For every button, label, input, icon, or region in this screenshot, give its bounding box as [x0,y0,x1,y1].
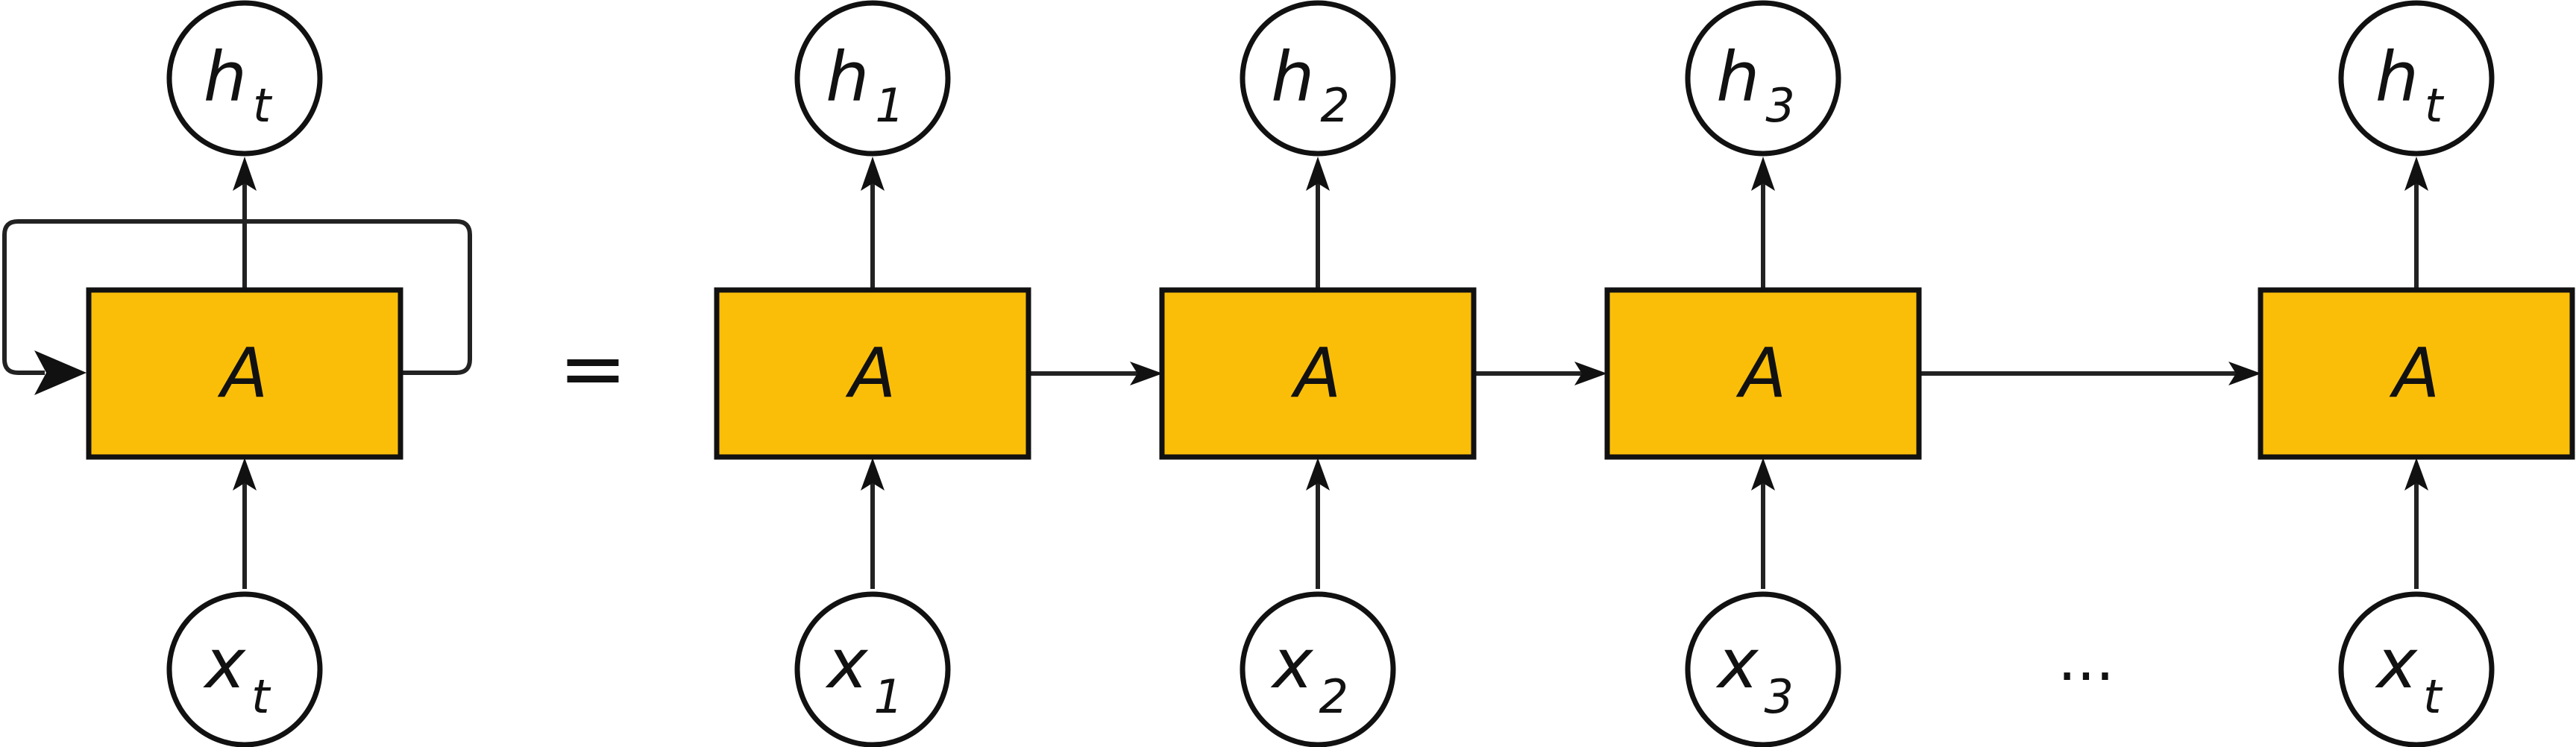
recurrent-loop-arrowhead [34,350,87,395]
cell-2-input-subscript: 2 [1319,669,1348,724]
hidden-state-arrowhead-2-3 [1574,362,1607,385]
cell-3-output-node [1685,0,1841,157]
cell-t-input-node [2338,591,2495,747]
cell-3-input-subscript: 3 [1765,669,1794,724]
cell-1-input-arrowhead [861,458,885,491]
cell-1-label: A [846,333,896,413]
folded-input-node [166,591,323,747]
folded-output-arrowhead [233,157,257,191]
cell-1-input-node [794,591,951,747]
folded-input-subscript: t [251,669,271,724]
cell-3-output-subscript: 3 [1765,78,1794,133]
cell-3-output-arrowhead [1751,157,1775,191]
cell-1-input-subscript: 1 [874,669,903,724]
ellipsis: ... [2058,625,2114,694]
cell-2-output-subscript: 2 [1320,78,1349,133]
cell-t-input-arrowhead [2404,458,2428,491]
folded-output-subscript: t [253,78,273,133]
folded-cell-label: A [218,333,268,413]
folded-output-node [166,0,323,157]
cell-t-label: A [2390,333,2440,413]
recurrent-loop-line [2,219,472,375]
cell-1-output-arrowhead [861,157,885,191]
cell-2-output-node [1240,0,1396,157]
cell-2-box [1159,287,1477,460]
cell-1-output-node [794,0,951,157]
cell-3-input-arrowhead [1751,458,1775,491]
folded-cell-box [86,287,403,460]
cell-t-output-node [2338,0,2495,157]
cell-t-input-subscript: t [2423,669,2443,724]
cell-2-label: A [1291,333,1342,413]
cell-1-output-subscript: 1 [875,78,904,133]
cell-t-output-subscript: t [2425,78,2445,133]
hidden-state-arrowhead-3-t [2228,362,2261,385]
folded-input-arrowhead [233,458,257,491]
hidden-state-arrowhead-1-2 [1130,362,1163,385]
cell-3-box [1604,287,1922,460]
cell-2-output-arrowhead [1306,157,1330,191]
equals-sign: = [559,321,627,416]
cell-3-label: A [1736,333,1787,413]
cell-3-input-node [1685,591,1841,747]
cell-1-box [714,287,1031,460]
cell-2-input-arrowhead [1306,458,1330,491]
cell-t-output-arrowhead [2404,157,2428,191]
cell-t-box [2258,287,2575,460]
cell-2-input-node [1240,591,1396,747]
